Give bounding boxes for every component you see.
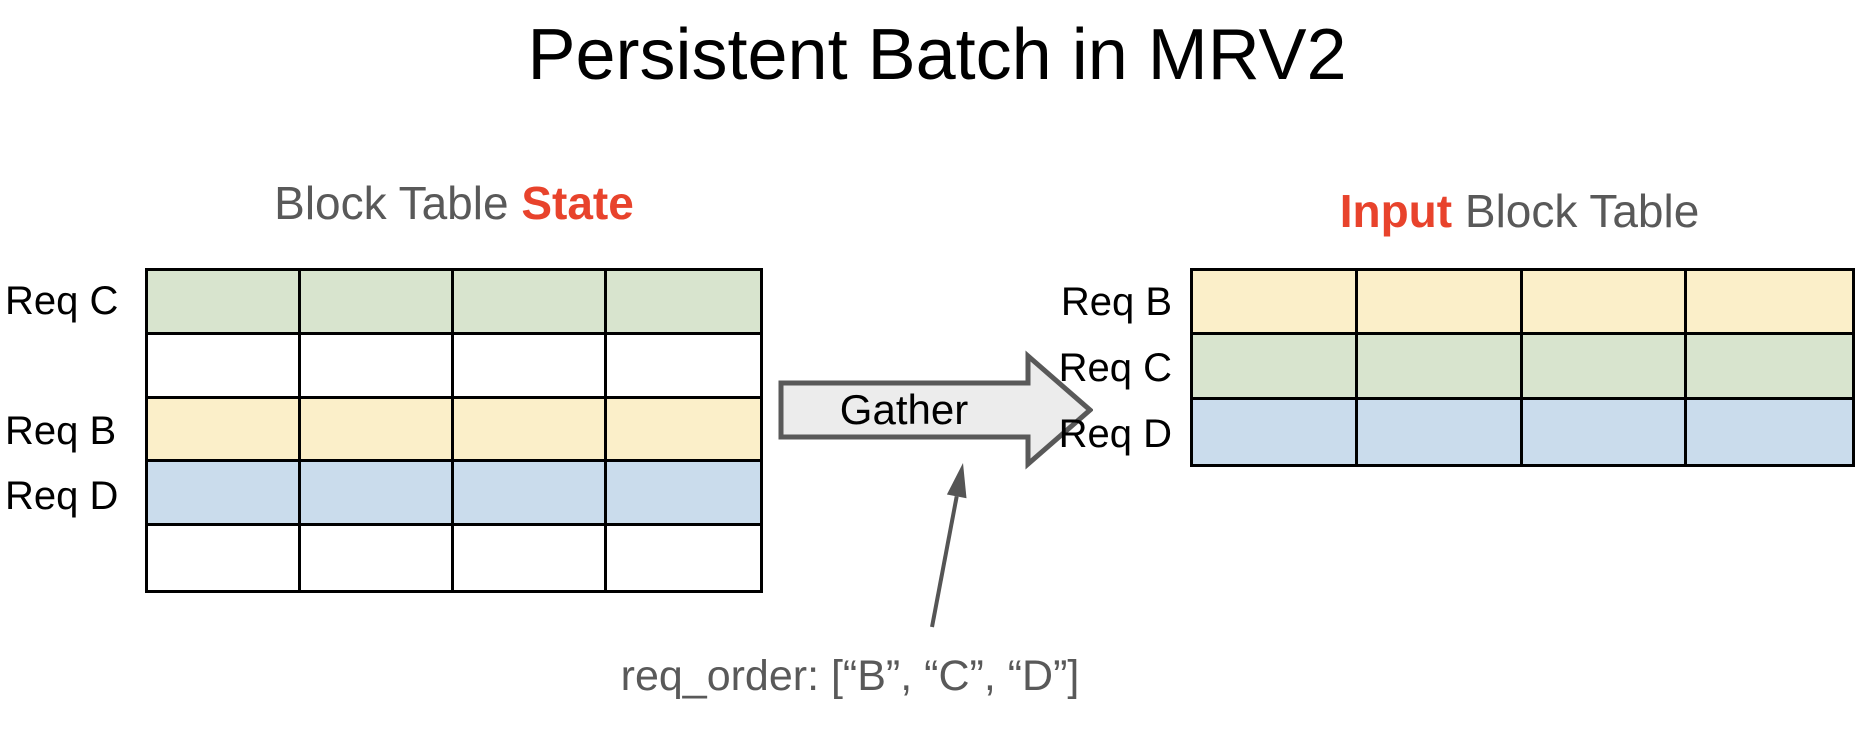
- table-cell: [454, 271, 607, 332]
- table-cell: [454, 462, 607, 524]
- table-cell: [607, 526, 760, 590]
- table-cell: [148, 334, 301, 396]
- state-row-label-req-d: Req D: [5, 474, 119, 518]
- table-cell: [301, 462, 454, 524]
- table-row: [148, 398, 760, 463]
- table-cell: [1687, 271, 1852, 332]
- table-cell: [1193, 335, 1358, 397]
- slide-title: Persistent Batch in MRV2: [527, 15, 1347, 95]
- table-cell: [607, 271, 760, 332]
- input-block-table: [1190, 268, 1855, 467]
- table-cell: [1358, 399, 1523, 464]
- table-cell: [607, 399, 760, 460]
- table-cell: [454, 526, 607, 590]
- table-cell: [1193, 399, 1358, 464]
- table-cell: [301, 271, 454, 332]
- table-cell: [1358, 335, 1523, 397]
- state-row-label-req-c: Req C: [5, 279, 119, 323]
- table-cell: [607, 335, 760, 396]
- table-cell: [301, 398, 454, 460]
- input-row-label-req-d: Req D: [1058, 412, 1172, 456]
- table-cell: [148, 526, 301, 590]
- gather-label: Gather: [839, 386, 969, 433]
- state-block-table: [145, 268, 763, 593]
- state-heading-prefix: Block Table: [274, 177, 522, 229]
- table-cell: [607, 462, 760, 523]
- input-heading-suffix: Block Table: [1452, 185, 1700, 237]
- state-row-label-req-b: Req B: [5, 409, 117, 453]
- table-cell: [148, 462, 301, 524]
- input-table-heading: Input Block Table: [1183, 184, 1856, 238]
- table-cell: [1523, 271, 1688, 333]
- table-cell: [1523, 335, 1688, 397]
- gather-arrow-icon: [778, 350, 1093, 470]
- state-table-heading: Block Table State: [145, 176, 763, 230]
- table-cell: [454, 398, 607, 460]
- table-cell: [148, 398, 301, 460]
- table-row: [1193, 335, 1852, 400]
- input-row-label-req-c: Req C: [1058, 346, 1172, 390]
- table-cell: [301, 334, 454, 396]
- table-cell: [1523, 399, 1688, 464]
- req-order-annotation: req_order: [“B”, “C”, “D”]: [620, 652, 1080, 700]
- state-heading-highlight: State: [521, 177, 634, 229]
- table-row: [148, 462, 760, 527]
- table-cell: [1687, 335, 1852, 396]
- table-cell: [1193, 271, 1358, 333]
- pointer-arrow-icon: [930, 463, 967, 628]
- table-row: [148, 526, 760, 590]
- table-row: [1193, 399, 1852, 464]
- table-row: [148, 334, 760, 399]
- table-cell: [1687, 400, 1852, 464]
- table-cell: [454, 334, 607, 396]
- input-heading-highlight: Input: [1339, 185, 1453, 237]
- table-cell: [148, 271, 301, 332]
- table-cell: [301, 526, 454, 590]
- table-row: [148, 271, 760, 335]
- table-cell: [1358, 271, 1523, 333]
- input-row-label-req-b: Req B: [1060, 280, 1172, 324]
- table-row: [1193, 271, 1852, 336]
